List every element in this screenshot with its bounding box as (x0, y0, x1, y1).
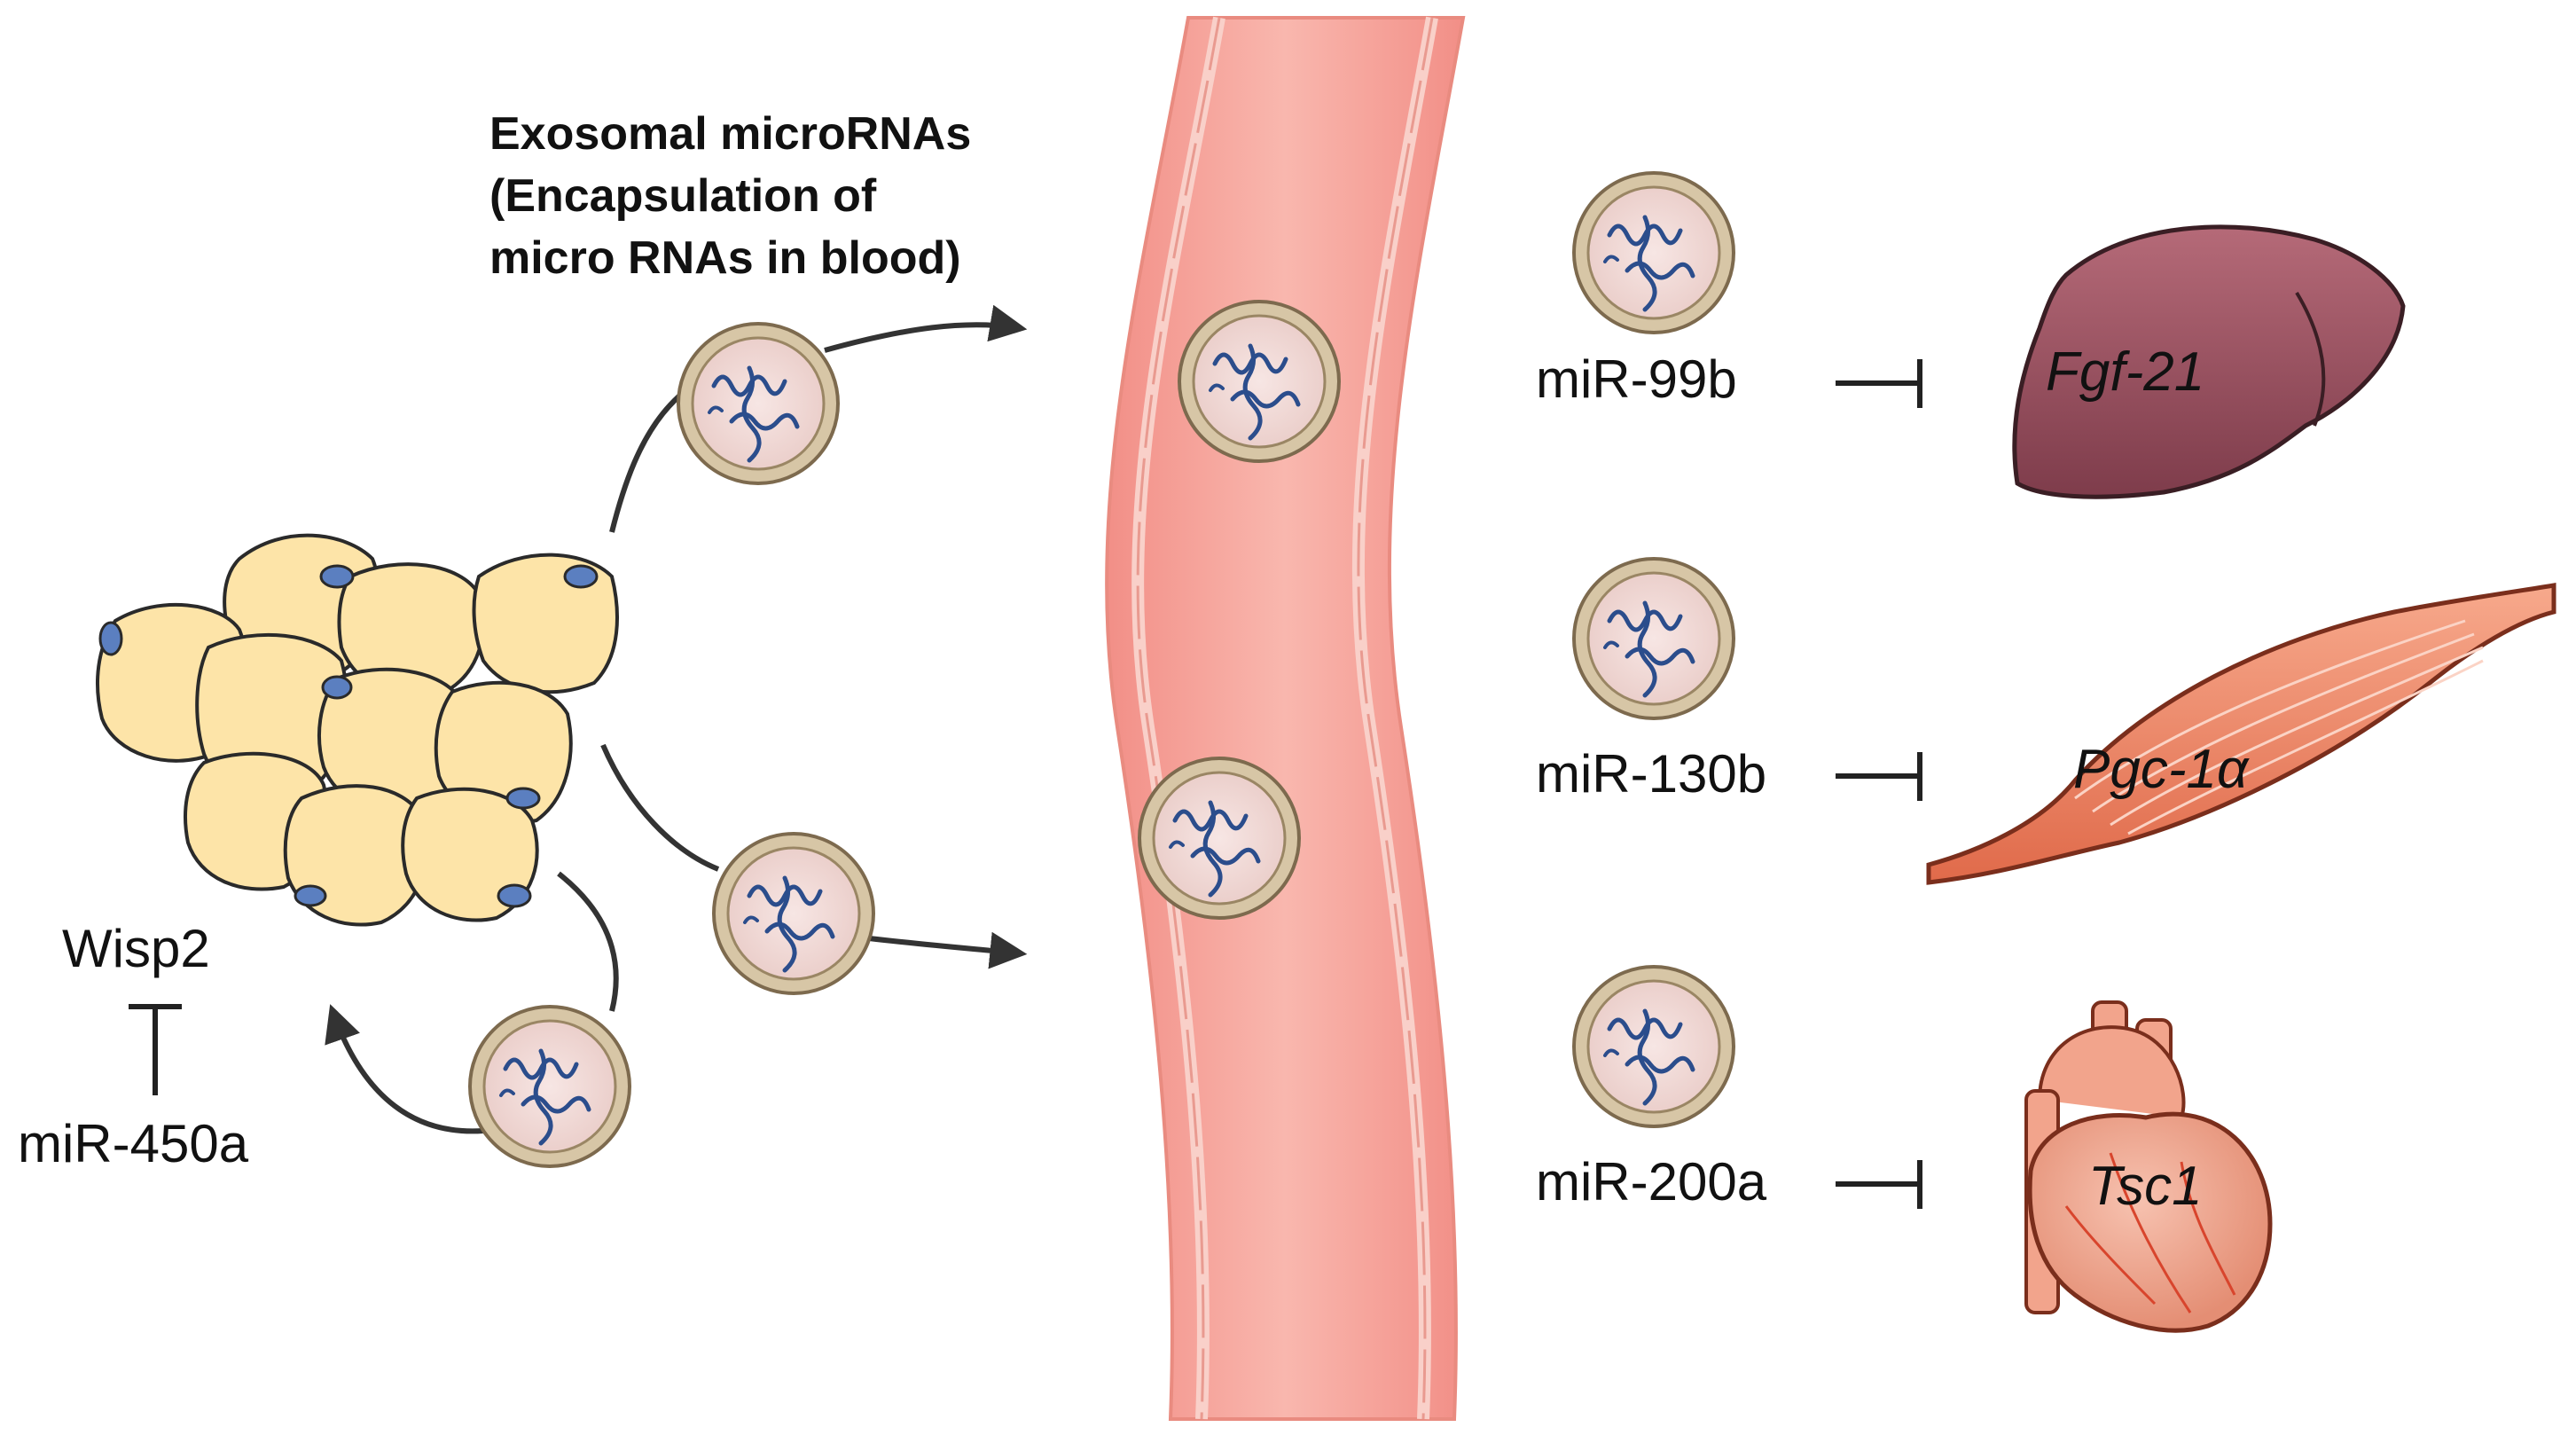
target-row-heart: miR-200a Tsc1 (1536, 1152, 2203, 1217)
mir-450a-label: miR-450a (18, 1114, 249, 1173)
inhibition-bar (1836, 752, 1922, 801)
exosome (1574, 559, 1734, 718)
exosome-in-blood (1139, 758, 1299, 918)
nucleus (294, 884, 327, 907)
mir-200a-label: miR-200a (1536, 1152, 1767, 1212)
muscle (1926, 583, 2556, 885)
mir-99b-label: miR-99b (1536, 349, 1737, 409)
arrow-to-vessel-top-2 (824, 304, 1028, 353)
gene-pgc1a-label: Pgc-1α (2073, 739, 2250, 800)
adipocyte (472, 553, 619, 694)
gene-tsc1-label: Tsc1 (2088, 1156, 2203, 1217)
heart (2024, 1000, 2273, 1333)
target-row-muscle: miR-130b Pgc-1α (1536, 739, 2250, 804)
exosome (678, 324, 838, 483)
arrow-autocrine (557, 871, 619, 1012)
mir-130b-label: miR-130b (1536, 744, 1766, 804)
title-line-2: (Encapsulation of (489, 170, 877, 222)
wisp2-label: Wisp2 (62, 919, 210, 978)
target-row-liver: miR-99b Fgf-21 (1536, 341, 2204, 409)
arrow-to-vessel-bottom (600, 743, 720, 872)
nucleus (321, 675, 353, 700)
inhibition-bar (1836, 359, 1922, 408)
adipocyte-cluster (96, 533, 619, 927)
exosome (714, 834, 873, 993)
title-line-3: micro RNAs in blood) (489, 232, 961, 284)
nucleus (319, 564, 355, 589)
liver (2012, 224, 2406, 499)
exosome-in-blood (1179, 302, 1339, 461)
inhibition-bar-wisp2 (129, 1004, 182, 1095)
blood-vessel (1105, 16, 1466, 1421)
exosome (470, 1007, 630, 1166)
gene-fgf21-label: Fgf-21 (2046, 341, 2204, 403)
arrow-to-vessel-bottom-2 (868, 931, 1028, 969)
diagram-title: Exosomal microRNAs (Encapsulation of mic… (489, 108, 971, 284)
arrow-autocrine-2 (325, 1004, 484, 1134)
exosome (1574, 173, 1734, 333)
exosome (1574, 967, 1734, 1126)
nucleus (497, 883, 532, 908)
inhibition-bar (1836, 1160, 1922, 1209)
title-line-1: Exosomal microRNAs (489, 108, 971, 160)
nucleus (98, 621, 123, 656)
nucleus (505, 787, 541, 810)
nucleus (563, 564, 599, 589)
